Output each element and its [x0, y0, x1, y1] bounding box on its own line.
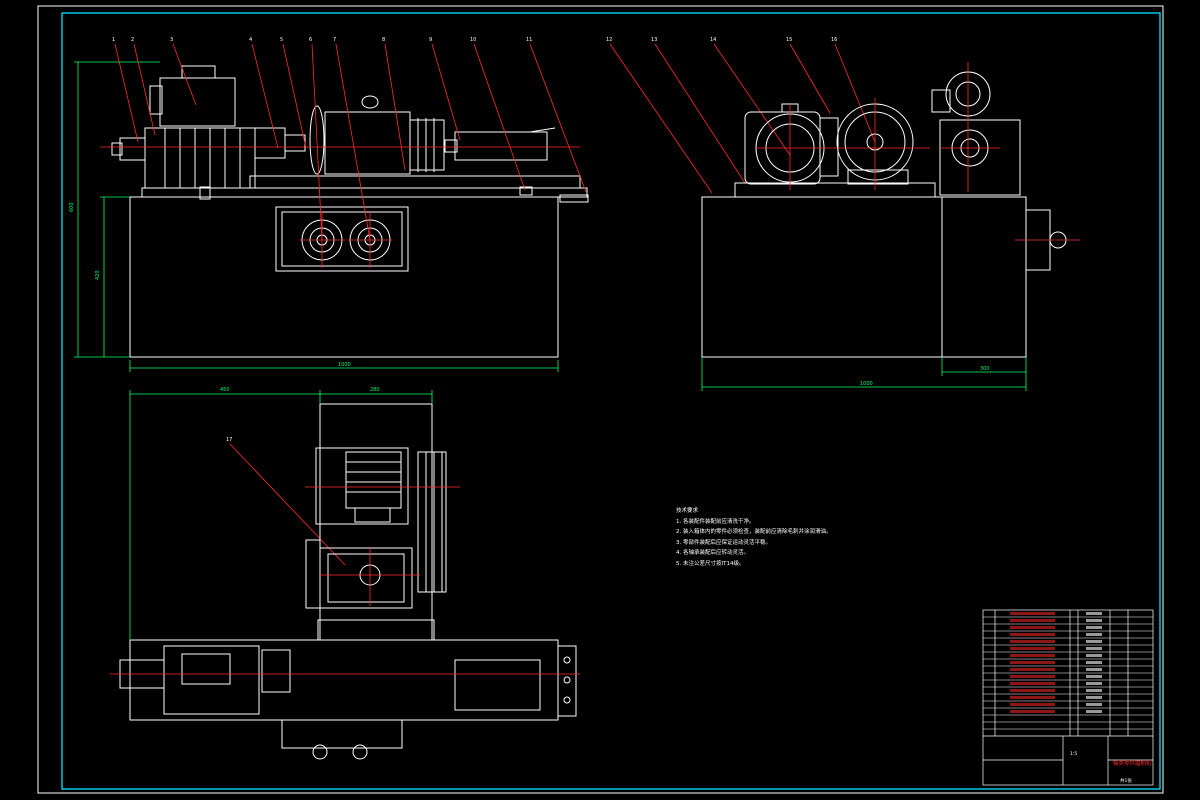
balloon-2: 2 — [131, 37, 134, 43]
side-centerlines — [755, 62, 1080, 241]
front-motor — [159, 77, 236, 127]
dim-front-total-width: 1000 — [338, 362, 351, 368]
parts-list-qty-mark — [1086, 626, 1102, 629]
dim-front-total-height: 600 — [69, 202, 75, 212]
side-dimensions — [701, 357, 1027, 391]
parts-list-entry-mark — [1010, 689, 1055, 692]
parts-list-qty-mark — [1086, 661, 1102, 664]
plan-base — [129, 639, 559, 721]
dim-plan-left: 450 — [220, 387, 230, 393]
parts-list-rows — [983, 616, 1153, 730]
balloon-12: 12 — [606, 37, 612, 43]
dim-side-extension: 300 — [980, 366, 990, 372]
front-tailstock — [454, 131, 548, 161]
parts-list-qty-mark — [1086, 654, 1102, 657]
drawing-scale: 1:5 — [1070, 751, 1077, 757]
balloon-1: 1 — [112, 37, 115, 43]
dim-plan-right: 280 — [370, 387, 380, 393]
note-item: 1. 各装配件装配前应清洗干净。 — [676, 518, 755, 525]
parts-list-qty-mark — [1086, 703, 1102, 706]
parts-list-qty-mark — [1086, 668, 1102, 671]
balloon-3: 3 — [170, 37, 173, 43]
balloon-17: 17 — [226, 437, 232, 443]
balloon-labels: 1 2 3 4 5 6 7 8 9 10 11 12 13 14 15 16 1… — [112, 37, 837, 443]
balloon-4: 4 — [249, 37, 252, 43]
balloon-10: 10 — [470, 37, 476, 43]
parts-list-entry-mark — [1010, 654, 1055, 657]
outer-frame — [37, 5, 1164, 794]
balloon-leaders — [114, 43, 876, 566]
parts-list-entry-mark — [1010, 668, 1055, 671]
front-access-panel — [275, 206, 409, 272]
parts-list-entry-mark — [1010, 696, 1055, 699]
title-block — [982, 609, 1154, 786]
parts-list-qty-mark — [1086, 640, 1102, 643]
parts-list-qty-mark — [1086, 682, 1102, 685]
note-item: 5. 未注公差尺寸按IT14级。 — [676, 560, 745, 567]
parts-list-entry-mark — [1010, 612, 1055, 615]
front-base-cabinet — [129, 196, 559, 358]
balloon-8: 8 — [382, 37, 385, 43]
parts-list-qty-mark — [1086, 689, 1102, 692]
notes-title: 技术要求 — [676, 508, 699, 514]
parts-list-qty-mark — [1086, 675, 1102, 678]
balloon-5: 5 — [280, 37, 283, 43]
plan-motor — [315, 447, 409, 525]
parts-list-entries — [1010, 612, 1102, 713]
parts-list-entry-mark — [1010, 647, 1055, 650]
parts-list-entry-mark — [1010, 682, 1055, 685]
note-item: 4. 各轴承装配后应转动灵活。 — [676, 550, 749, 556]
dim-front-table-height: 420 — [95, 270, 101, 280]
parts-list-qty-mark — [1086, 619, 1102, 622]
inner-frame — [61, 12, 1161, 790]
dim-side-width: 1000 — [860, 381, 873, 387]
parts-list-entry-mark — [1010, 703, 1055, 706]
plan-view — [119, 403, 577, 760]
balloon-6: 6 — [309, 37, 312, 43]
plan-grinding-head — [319, 547, 413, 609]
technical-notes: 技术要求 1. 各装配件装配前应清洗干净。 2. 装入箱体内的零件必须检查，装配… — [676, 506, 832, 569]
parts-list-qty-mark — [1086, 710, 1102, 713]
balloon-9: 9 — [429, 37, 432, 43]
plan-centerlines — [110, 486, 580, 675]
front-view — [111, 65, 589, 358]
drawing-title: 轴类零件磨削机 — [1113, 759, 1152, 767]
balloon-16: 16 — [831, 37, 837, 43]
parts-list-entry-mark — [1010, 626, 1055, 629]
parts-list-entry-mark — [1010, 619, 1055, 622]
front-headstock — [144, 127, 256, 189]
side-view — [701, 71, 1067, 358]
parts-list-entry-mark — [1010, 661, 1055, 664]
parts-list-entry-mark — [1010, 675, 1055, 678]
note-item: 3. 零部件装配后应保证运动灵活平稳。 — [676, 539, 771, 546]
balloon-14: 14 — [710, 37, 716, 43]
parts-list-qty-mark — [1086, 633, 1102, 636]
side-base-cabinet — [701, 196, 943, 358]
balloon-15: 15 — [786, 37, 792, 43]
note-item: 2. 装入箱体内的零件必须检查，装配前应清除毛刺并涂润滑油。 — [676, 529, 832, 535]
parts-list-entry-mark — [1010, 633, 1055, 636]
parts-list-qty-mark — [1086, 612, 1102, 615]
balloon-13: 13 — [651, 37, 657, 43]
plan-dimensions — [129, 390, 433, 640]
parts-list-qty-mark — [1086, 647, 1102, 650]
balloon-11: 11 — [526, 37, 532, 43]
parts-list-entry-mark — [1010, 710, 1055, 713]
front-dimensions — [74, 61, 559, 372]
parts-list-entry-mark — [1010, 640, 1055, 643]
balloon-7: 7 — [333, 37, 336, 43]
parts-list-qty-mark — [1086, 696, 1102, 699]
drawing-sheet: 共1张 — [1120, 777, 1132, 784]
